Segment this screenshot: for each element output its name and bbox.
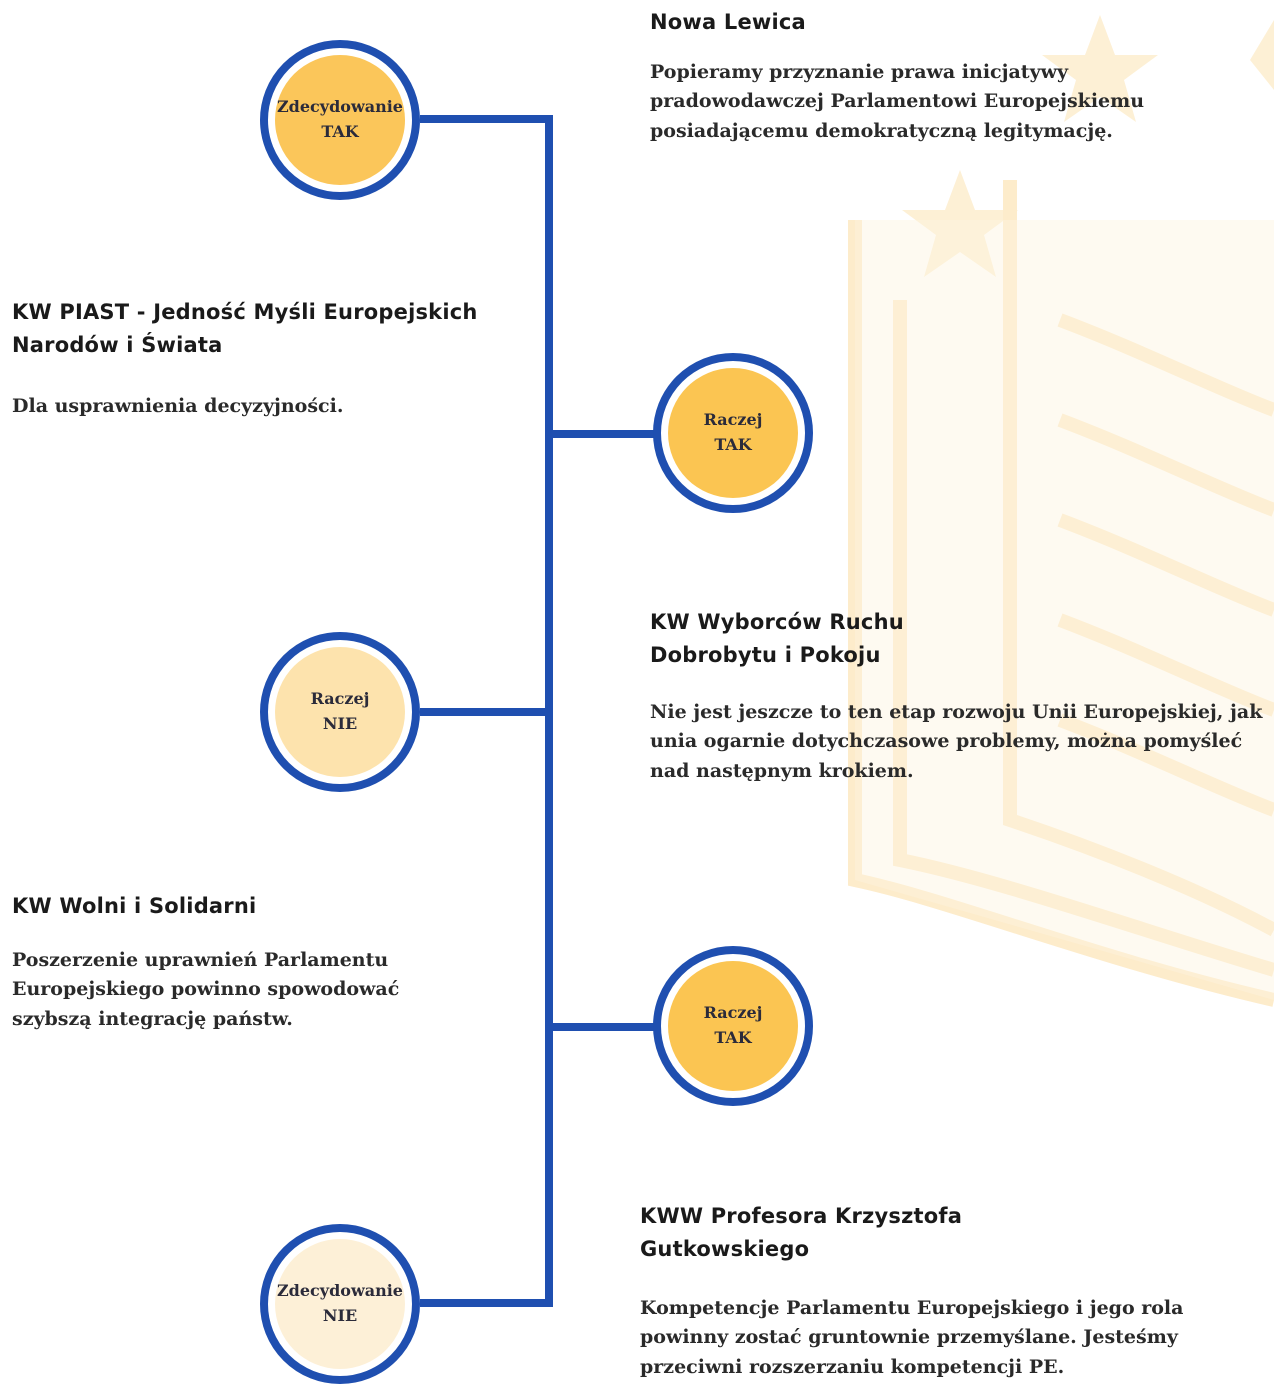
party-name: KW Wolni i Solidarni: [12, 894, 257, 918]
party-stance: Nie jest jeszcze to ten etap rozwoju Uni…: [650, 701, 1263, 782]
rating-fill: Zdecydowanie TAK: [275, 55, 405, 185]
rating-node-4: Raczej TAK: [653, 946, 813, 1106]
party-name: Nowa Lewica: [650, 10, 806, 34]
party-name: KWW Profesora Krzysztofa Gutkowskiego: [640, 1204, 963, 1261]
party-name: KW PIAST - Jedność Myśli Europejskich Na…: [12, 300, 478, 357]
party-stance: Poszerzenie uprawnień Parlamentu Europej…: [12, 949, 400, 1030]
rating-label-line1: Zdecydowanie: [277, 97, 403, 117]
rating-label-line2: TAK: [714, 1028, 752, 1047]
party-name: KW Wyborców Ruchu Dobrobytu i Pokoju: [650, 610, 904, 667]
book-icon: [848, 180, 1274, 1007]
rating-label-line2: TAK: [714, 435, 752, 454]
rating-label-line2: NIE: [322, 1306, 358, 1325]
rating-fill: Zdecydowanie NIE: [275, 1239, 405, 1369]
rating-node-2: Raczej TAK: [653, 353, 813, 513]
party-stance: Popieramy przyznanie prawa inicjatywy pr…: [650, 61, 1145, 142]
connector-2: [545, 430, 665, 438]
connector-3: [420, 708, 553, 716]
star-icon: [902, 170, 1018, 277]
rating-node-3: Raczej NIE: [260, 632, 420, 792]
rating-label-line1: Zdecydowanie: [277, 1281, 403, 1301]
party-stance: Dla usprawnienia decyzyjności.: [12, 395, 344, 417]
connector-5: [420, 1299, 553, 1307]
connector-1: [420, 115, 553, 123]
star-icon: [1250, 20, 1274, 90]
rating-label-line2: TAK: [321, 122, 359, 141]
rating-node-5: Zdecydowanie NIE: [260, 1224, 420, 1384]
rating-label-line1: Raczej: [703, 1003, 763, 1023]
rating-node-1: Zdecydowanie TAK: [260, 40, 420, 200]
party-stance: Kompetencje Parlamentu Europejskiego i j…: [640, 1297, 1184, 1378]
connector-4: [545, 1023, 665, 1031]
rating-fill: Raczej TAK: [668, 368, 798, 498]
rating-label-line1: Raczej: [310, 689, 370, 709]
rating-label-line2: NIE: [322, 714, 358, 733]
rating-fill: Raczej NIE: [275, 647, 405, 777]
rating-fill: Raczej TAK: [668, 961, 798, 1091]
rating-label-line1: Raczej: [703, 410, 763, 430]
star-icon: [1042, 15, 1158, 122]
